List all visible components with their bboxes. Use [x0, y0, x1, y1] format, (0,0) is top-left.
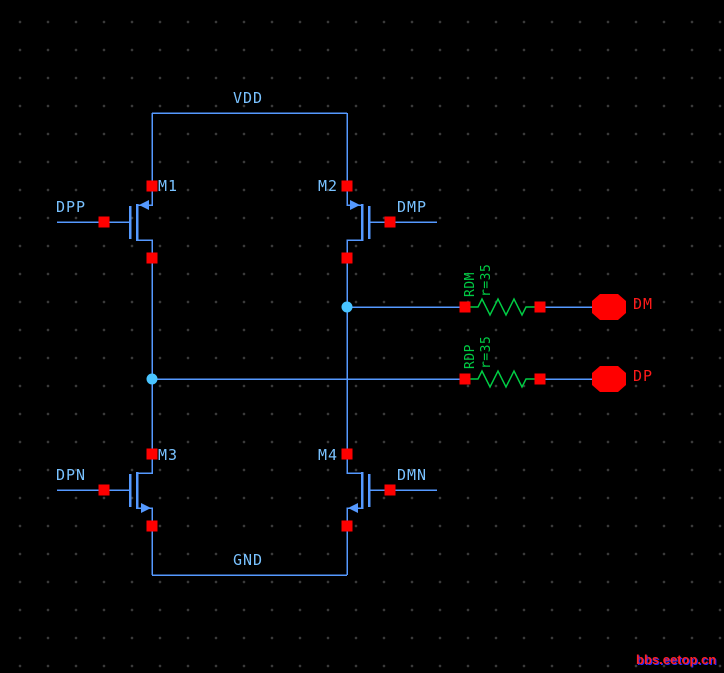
value-label-rdp[interactable]: r=35: [479, 335, 494, 369]
transistor-m4-source-arrow-icon: [348, 503, 358, 513]
pin-square-rdm-right[interactable]: [534, 301, 546, 313]
watermark: bbs.eetop.cn: [636, 652, 717, 667]
pin-square-m1-gate[interactable]: [98, 216, 110, 228]
net-label-gnd[interactable]: GND: [233, 551, 264, 569]
resistor-rdp-symbol[interactable]: [465, 369, 540, 389]
pin-square-m2-gate[interactable]: [384, 216, 396, 228]
value-label-rdm[interactable]: r=35: [479, 263, 494, 297]
net-label-dpp[interactable]: DPP: [56, 198, 87, 216]
instance-label-m2[interactable]: M2: [318, 177, 339, 195]
pin-square-m2-source[interactable]: [341, 252, 353, 264]
pin-square-m1-drain[interactable]: [146, 180, 158, 192]
pin-square-m3-gate[interactable]: [98, 484, 110, 496]
port-label-dm[interactable]: DM: [633, 295, 654, 313]
pin-square-m3-drain[interactable]: [146, 448, 158, 460]
transistor-m1-body[interactable]: [136, 186, 153, 258]
net-label-dmn[interactable]: DMN: [397, 466, 428, 484]
transistor-m2-source-arrow-icon: [350, 200, 360, 210]
pin-square-m4-drain[interactable]: [341, 448, 353, 460]
instance-label-rdm[interactable]: RDM: [463, 272, 478, 297]
pin-square-rdm-left[interactable]: [459, 301, 471, 313]
pin-square-m2-drain[interactable]: [341, 180, 353, 192]
instance-label-rdp[interactable]: RDP: [463, 344, 478, 369]
net-label-vdd[interactable]: VDD: [233, 89, 264, 107]
instance-label-m3[interactable]: M3: [158, 446, 179, 464]
net-label-dpn[interactable]: DPN: [56, 466, 87, 484]
junction-dot-dp-net[interactable]: [146, 373, 158, 385]
instance-label-m1[interactable]: M1: [158, 177, 179, 195]
io-pin-dm[interactable]: [592, 294, 626, 320]
pin-square-m1-source[interactable]: [146, 252, 158, 264]
pin-square-m3-source[interactable]: [146, 520, 158, 532]
pin-square-rdp-left[interactable]: [459, 373, 471, 385]
pin-square-m4-gate[interactable]: [384, 484, 396, 496]
transistor-m1-source-arrow-icon: [139, 200, 149, 210]
instance-label-m4[interactable]: M4: [318, 446, 339, 464]
junction-dot-dm-net[interactable]: [341, 301, 353, 313]
transistor-m4-body[interactable]: [346, 454, 363, 526]
io-pin-dp[interactable]: [592, 366, 626, 392]
net-label-dmp[interactable]: DMP: [397, 198, 428, 216]
transistor-m2-body[interactable]: [346, 186, 363, 258]
transistor-m3-source-arrow-icon: [141, 503, 151, 513]
port-label-dp[interactable]: DP: [633, 367, 654, 385]
resistor-rdm-symbol[interactable]: [465, 297, 540, 317]
transistor-m3-body[interactable]: [136, 454, 153, 526]
pin-square-m4-source[interactable]: [341, 520, 353, 532]
pin-square-rdp-right[interactable]: [534, 373, 546, 385]
